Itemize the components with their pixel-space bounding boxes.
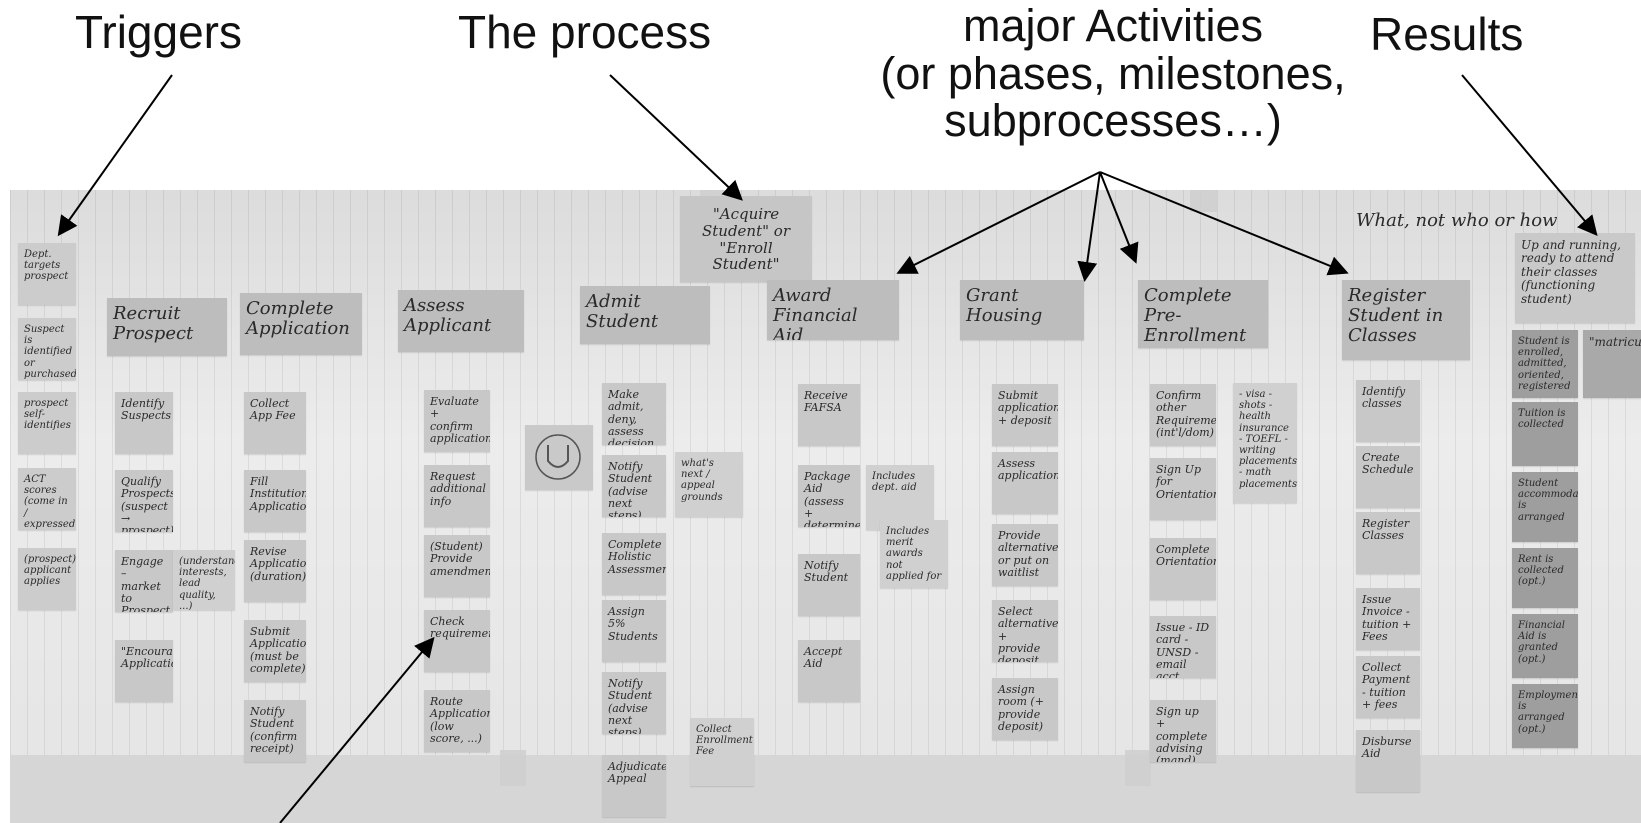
activity-step-note: Revise Application (duration) [244, 540, 306, 602]
activity-step-note: Notify Student [798, 554, 860, 616]
trigger-note: Suspect is identified or purchased [18, 318, 76, 380]
activity-step-note: Make admit, deny, assess decision [602, 383, 666, 445]
result-note: Employment is arranged (opt.) [1512, 684, 1578, 748]
activity-step-note: (Student) Provide amendment [424, 535, 490, 597]
arrow-activity-4 [1099, 171, 1349, 276]
activity-extra-note: what's next / appeal grounds [675, 452, 743, 517]
result-note: Student is enrolled, admitted, oriented,… [1512, 330, 1578, 398]
activity-extra-note: Includes merit awards not applied for [880, 520, 948, 588]
activity-step-note: Submit Application (must be complete) [244, 620, 306, 682]
trigger-note: prospect self-identifies [18, 392, 76, 454]
arrow-activity-3 [1099, 171, 1139, 264]
activity-step-note: Notify Student (advise next steps) [602, 672, 666, 734]
callout-process: The process [458, 6, 712, 58]
arrow-activity-1 [896, 171, 1101, 274]
activity-step-note: Assign 5% Students [602, 600, 666, 662]
activity-step-note: "Encourage Application" [115, 640, 173, 702]
activity-step-note: Notify Student (confirm receipt) [244, 700, 306, 762]
trigger-note: (prospect) applicant applies [18, 548, 76, 610]
activity-step-note: Evaluate + confirm application [424, 390, 490, 452]
activity-step-note: Receive FAFSA [798, 384, 860, 446]
activity-step-note: Identify classes [1356, 380, 1420, 442]
activity-step-note: Sign up + complete advising (mand) [1150, 700, 1216, 762]
result-note: Up and running, ready to attend their cl… [1515, 233, 1635, 323]
activity-step-note: Provide alternatives or put on waitlist [992, 524, 1058, 586]
activity-step-note: Complete Orientation [1150, 538, 1216, 600]
activity-extra-note: Includes dept. aid [866, 465, 934, 530]
activity-title-note: Award Financial Aid [767, 280, 899, 340]
activity-extra-note: Collect Enrollment Fee [690, 718, 754, 786]
activity-step-note: Fill Institution Application [244, 470, 306, 532]
arrow-activity-2 [1077, 171, 1101, 282]
activity-step-note: Select alternative + provide deposit [992, 600, 1058, 662]
activity-step-note: Engage – market to Prospect [115, 550, 173, 612]
u-logo-icon [535, 434, 581, 480]
activity-step-note: Accept Aid [798, 640, 860, 702]
process-title-note: "Acquire Student" or "Enroll Student" [680, 196, 812, 282]
activity-title-note: Admit Student [580, 286, 710, 344]
activity-step-note: Check requirements [424, 610, 490, 672]
activity-title-note: Register Student in Classes [1342, 280, 1470, 360]
activity-title-note: Complete Pre-Enrollment Requirements [1138, 280, 1268, 348]
callout-activities-line3: subprocesses…) [944, 95, 1282, 147]
activity-step-note: Package Aid (assess + determine) [798, 465, 860, 527]
activity-step-note: Confirm other Requirements (int'l/dom) [1150, 384, 1216, 446]
callout-triggers: Triggers [75, 6, 242, 58]
callout-results: Results [1370, 8, 1524, 60]
activity-step-note: Assign room (+ provide deposit) [992, 678, 1058, 740]
activity-step-note: Collect App Fee [244, 392, 306, 454]
activity-step-note: Complete Holistic Assessment [602, 533, 666, 595]
tape-strip [1190, 190, 1218, 212]
activity-step-note: Adjudicate Appeal [602, 755, 666, 817]
activity-step-note: Collect Payment - tuition + fees [1356, 656, 1420, 718]
result-note: Student accommodation is arranged [1512, 472, 1578, 542]
activity-title-note: Complete Application [240, 293, 362, 355]
arrow-results [1461, 74, 1598, 237]
activity-step-note: Request additional info [424, 465, 490, 527]
tape-strip [500, 750, 526, 786]
activity-step-note: Issue - ID card - UNSD - email acct [1150, 616, 1216, 678]
result-note: Rent is collected (opt.) [1512, 548, 1578, 608]
activity-title-note: Grant Housing [960, 280, 1084, 340]
activity-step-note: Qualify Prospects (suspect → prospect) [115, 470, 173, 532]
activity-step-note: Create Schedule [1356, 446, 1420, 508]
callout-activities: major Activities (or phases, milestones,… [808, 2, 1418, 145]
activity-step-note: Register Classes [1356, 512, 1420, 574]
arrow-checkpoint [279, 636, 435, 823]
activity-extra-note: - visa - shots - health insurance - TOEF… [1233, 383, 1297, 503]
arrow-process [609, 74, 743, 201]
activity-step-note: Sign Up for Orientation [1150, 458, 1216, 520]
arrow-triggers [57, 74, 173, 237]
results-extra-note: "matriculated" [1583, 330, 1641, 398]
activity-title-note: Assess Applicant [398, 290, 524, 352]
top-right-note: What, not who or how [1356, 210, 1558, 231]
trigger-note: Dept. targets prospect [18, 243, 76, 305]
activity-extra-note: (understand interests, lead quality, ...… [173, 550, 235, 610]
tape-strip [1125, 750, 1151, 786]
logo-note [525, 425, 593, 490]
result-note: Tuition is collected [1512, 402, 1578, 466]
callout-activities-line2: (or phases, milestones, [880, 47, 1346, 99]
trigger-note: ACT scores (come in / expressed interest… [18, 468, 76, 530]
activity-step-note: Notify Student (advise next steps) [602, 455, 666, 517]
result-note: Financial Aid is granted (opt.) [1512, 614, 1578, 678]
activity-step-note: Identify Suspects [115, 392, 173, 454]
activity-title-note: Recruit Prospect [107, 298, 227, 356]
activity-step-note: Issue Invoice - tuition + Fees [1356, 588, 1420, 650]
callout-activities-line1: major Activities [962, 0, 1264, 51]
activity-step-note: Route Application (low score, ...) [424, 690, 490, 752]
activity-step-note: Submit application + deposit [992, 384, 1058, 446]
activity-step-note: Disburse Aid [1356, 730, 1420, 792]
activity-step-note: Assess application [992, 452, 1058, 514]
